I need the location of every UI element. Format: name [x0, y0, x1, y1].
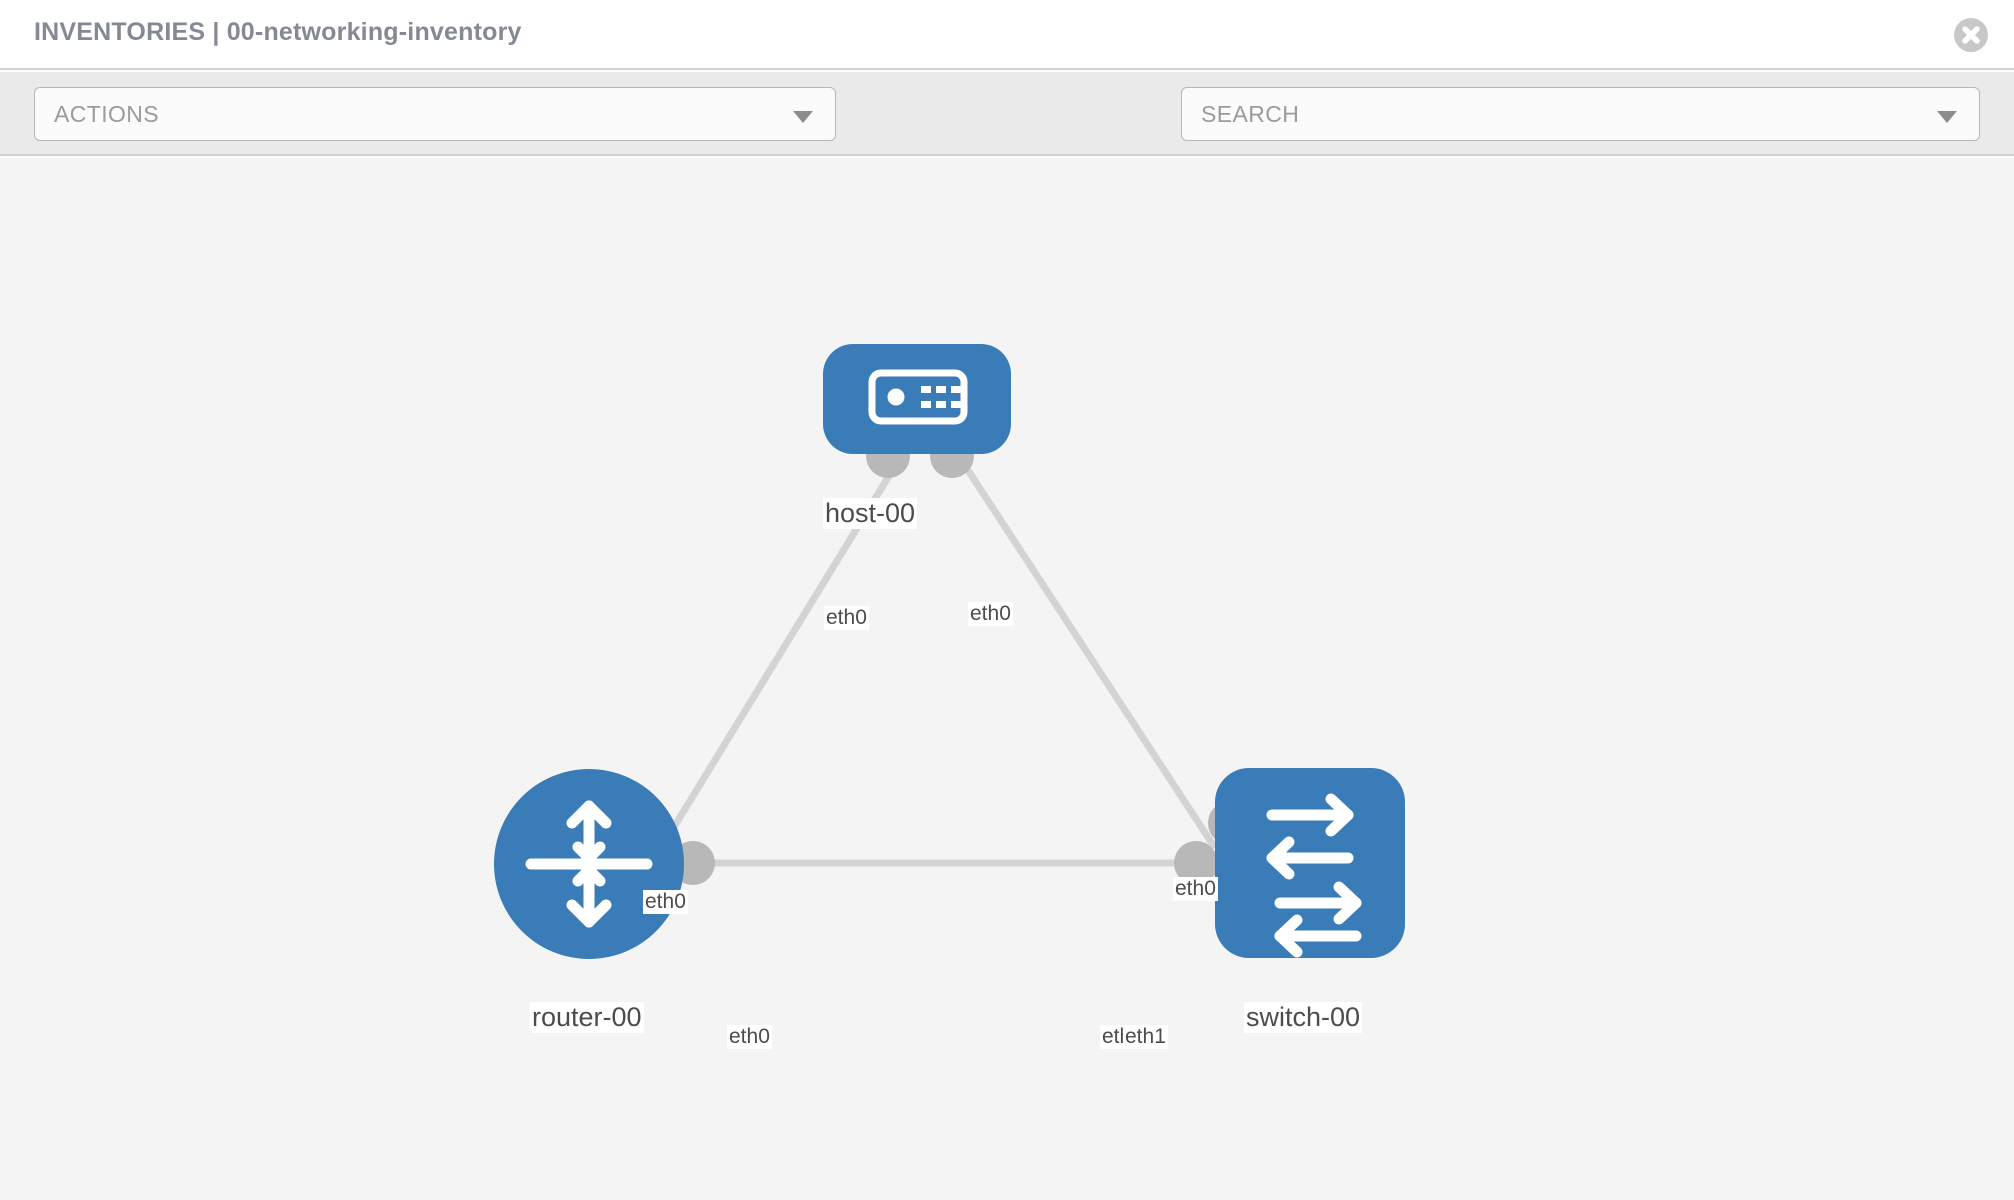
topology-canvas[interactable]: host-00 router-00 switch-00 eth0 eth0 et… [0, 158, 2014, 1200]
iface-label: eth1 [1123, 1025, 1168, 1049]
toolbar: ACTIONS SEARCH [0, 72, 2014, 203]
switch-arrows-icon [1266, 793, 1362, 958]
topology-node-router-00[interactable] [494, 769, 684, 959]
node-label-switch-00: switch-00 [1244, 1002, 1363, 1033]
edge-host00-switch00[interactable] [957, 456, 1218, 850]
router-arrows-icon [525, 800, 653, 928]
actions-dropdown[interactable]: ACTIONS [34, 87, 836, 141]
node-label-host-00: host-00 [823, 498, 918, 529]
iface-label: eth0 [824, 606, 869, 630]
page-header: INVENTORIES | 00-networking-inventory [0, 0, 2014, 70]
iface-label: eth0 [1173, 877, 1218, 901]
search-placeholder: SEARCH [1201, 101, 1300, 127]
iface-label: eth0 [643, 890, 688, 914]
topology-graph [494, 344, 1405, 959]
topology-node-switch-00[interactable] [1215, 768, 1405, 958]
server-icon [868, 369, 968, 425]
chevron-down-icon [1937, 111, 1957, 123]
node-label-router-00: router-00 [530, 1002, 644, 1033]
topology-edges [652, 456, 1218, 867]
chevron-down-icon [793, 111, 813, 123]
search-input[interactable]: SEARCH [1181, 87, 1980, 141]
topology-connectors [671, 434, 1252, 885]
actions-dropdown-label: ACTIONS [54, 101, 160, 127]
topology-node-host-00[interactable] [823, 344, 1011, 454]
connector-nub [1174, 841, 1218, 885]
iface-label: eth0 [727, 1025, 772, 1049]
page-title: INVENTORIES | 00-networking-inventory [34, 18, 522, 46]
close-icon[interactable] [1954, 18, 1988, 52]
iface-label: eth0 [968, 602, 1013, 626]
